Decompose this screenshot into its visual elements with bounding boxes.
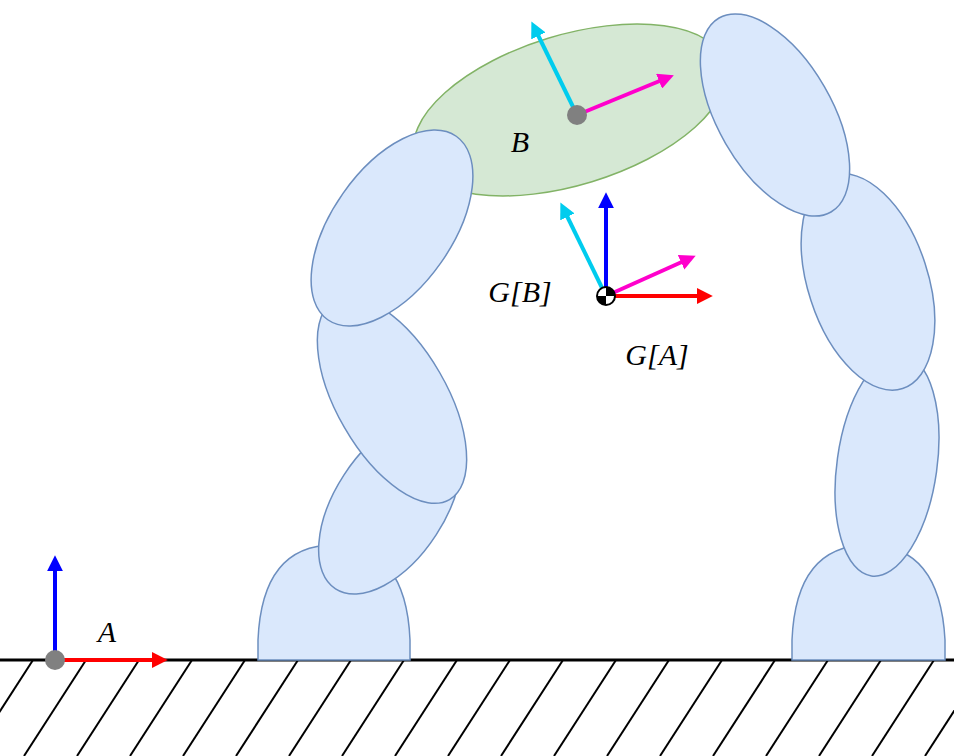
hatch-stroke [554,660,616,756]
frame-a-z-axis [53,568,57,660]
hatch-stroke [77,660,139,756]
frame-b-x-axis [577,80,662,115]
hatch-stroke [501,660,563,756]
hatch-stroke [607,660,669,756]
com-a-z-axis [604,205,608,296]
hatch-stroke [236,660,298,756]
frame-b-origin [567,105,587,125]
frame-a-origin [45,650,65,670]
hatch-stroke [819,660,881,756]
frame-label: B [511,127,529,157]
hatch-stroke [872,660,934,756]
ground-hatching [0,660,954,756]
left-hip-link [279,102,506,354]
hatch-stroke [0,660,33,756]
frame-label: G[A] [625,340,688,370]
hatch-stroke [660,660,722,756]
frame-a-x-axis [55,658,155,662]
hatch-stroke [766,660,828,756]
hatch-stroke [925,660,954,756]
frame-b-z-axis [537,33,577,115]
hatch-stroke [183,660,245,756]
frame-label: A [98,617,116,647]
frame-label: G[B] [488,277,551,307]
com-symbol [597,287,615,305]
hatch-stroke [342,660,404,756]
hatch-stroke [395,660,457,756]
hatch-stroke [130,660,192,756]
hatch-stroke [448,660,510,756]
hatch-stroke [24,660,86,756]
com-b-z-axis [566,214,606,296]
com-b-x-axis [606,261,684,296]
right-hip-link [670,0,881,240]
com-a-x-axis [606,294,700,298]
hatch-stroke [713,660,775,756]
hatch-stroke [289,660,351,756]
